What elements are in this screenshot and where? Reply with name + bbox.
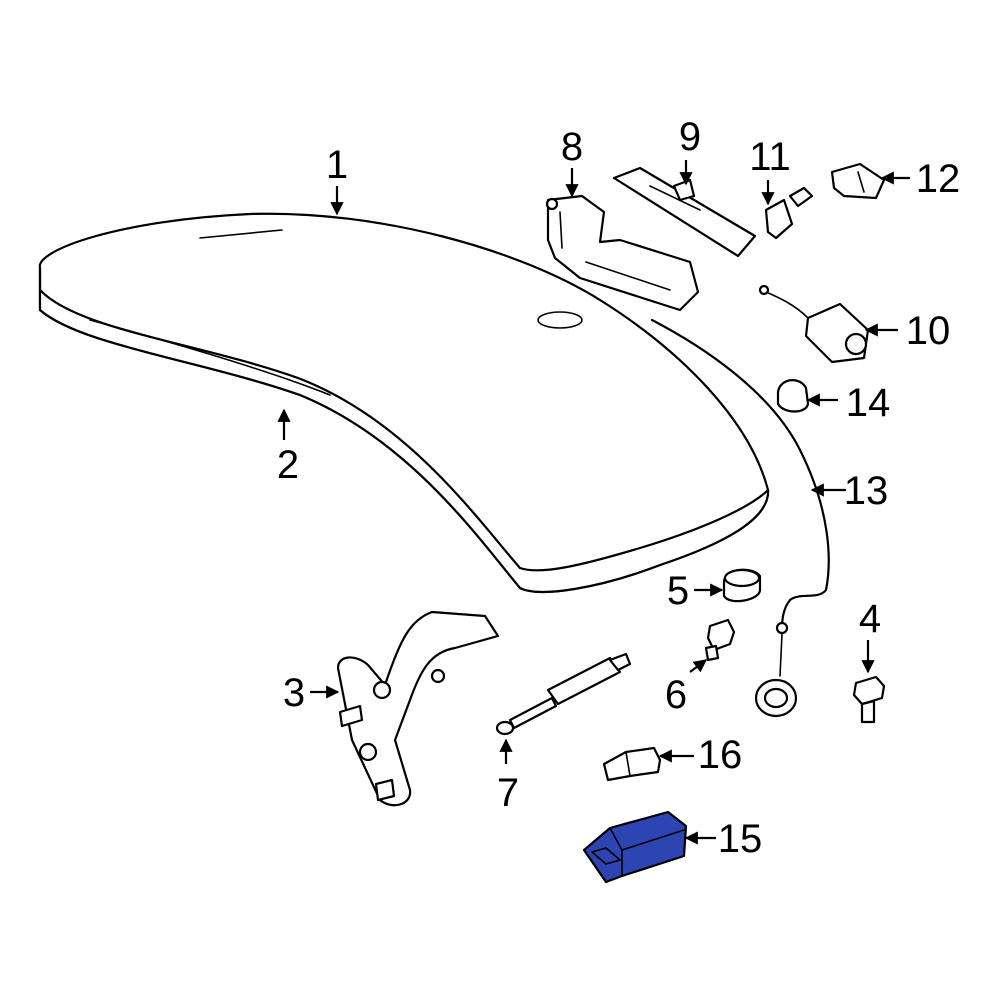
callout-12: 12	[916, 157, 961, 201]
callout-1: 1	[326, 143, 348, 187]
callout-14: 14	[846, 381, 891, 425]
bulb[interactable]	[602, 746, 662, 782]
callout-15: 15	[718, 817, 763, 861]
bulb-socket[interactable]	[704, 618, 736, 662]
callout-9: 9	[679, 115, 701, 159]
callout-11: 11	[749, 135, 791, 179]
callout-2: 2	[277, 443, 299, 487]
hinge[interactable]	[336, 610, 500, 807]
callout-13: 13	[844, 469, 889, 513]
trunk-lid[interactable]	[38, 212, 770, 593]
actuator-motor[interactable]	[758, 284, 870, 364]
callout-3: 3	[283, 671, 305, 715]
callout-16: 16	[698, 733, 743, 777]
plug[interactable]	[722, 568, 762, 603]
bolt[interactable]	[852, 675, 886, 724]
license-lamp[interactable]	[582, 810, 688, 884]
lift-support[interactable]	[495, 652, 632, 736]
callout-8: 8	[561, 125, 583, 169]
callout-7: 7	[497, 771, 519, 815]
callout-5: 5	[667, 569, 689, 613]
lock-bracket[interactable]	[612, 166, 757, 258]
switch[interactable]	[764, 186, 814, 240]
callout-4: 4	[859, 597, 881, 641]
release-cable[interactable]	[650, 318, 830, 718]
small-bracket[interactable]	[830, 162, 886, 200]
callout-6: 6	[665, 673, 687, 717]
callout-10: 10	[906, 309, 951, 353]
button-cap[interactable]	[776, 379, 810, 413]
leader-lines	[277, 160, 910, 845]
latch[interactable]	[545, 194, 700, 312]
